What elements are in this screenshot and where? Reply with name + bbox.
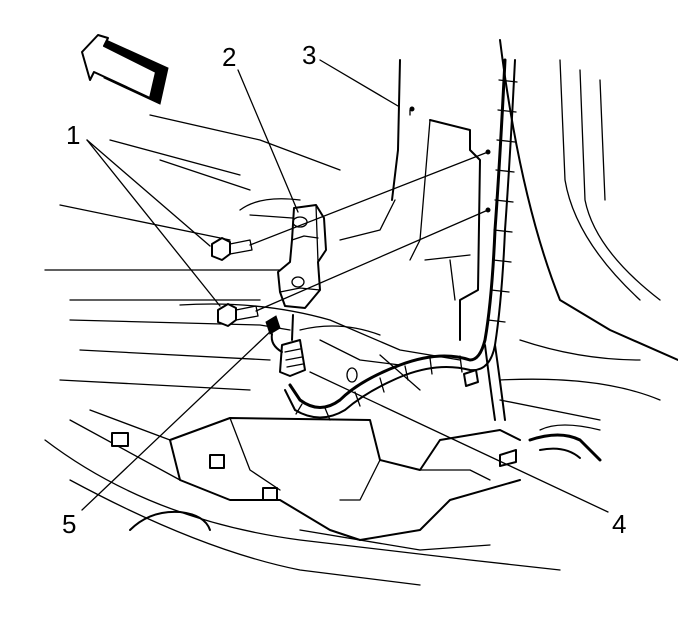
vehicle-floor-outline — [44, 39, 678, 586]
direction-arrow-icon — [81, 34, 169, 105]
callout-1: 1 — [66, 120, 80, 150]
bolt-icon — [211, 237, 259, 327]
callout-5: 5 — [62, 509, 76, 539]
wiring-harness-icon — [284, 58, 518, 421]
callouts: 1 2 3 4 5 — [62, 40, 626, 539]
callout-2: 2 — [222, 42, 236, 72]
callout-3: 3 — [302, 40, 316, 70]
bracket-icon — [277, 204, 327, 309]
alignment-lines — [249, 149, 491, 312]
connector-icon — [265, 314, 306, 377]
leader-lines — [81, 59, 609, 513]
callout-4: 4 — [612, 509, 626, 539]
